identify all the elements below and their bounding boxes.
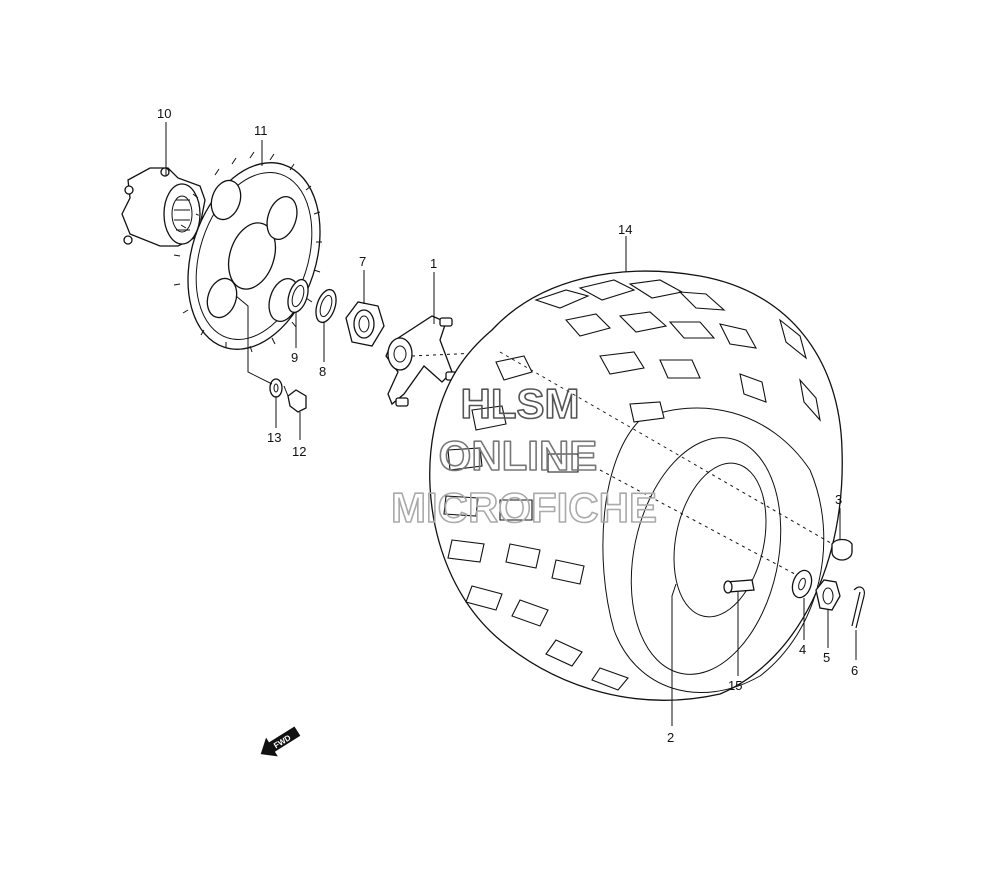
callout-13: 13	[267, 430, 281, 445]
watermark-line-2: ONLINE	[439, 432, 598, 479]
leader-lines	[165, 122, 857, 726]
callout-15: 15	[728, 678, 742, 693]
part-8-ring	[315, 288, 337, 324]
watermark-line-3: MICROFICHE	[391, 484, 657, 531]
part-6-cotter-pin	[851, 586, 865, 629]
part-14-tire	[429, 270, 843, 701]
callout-11: 11	[254, 123, 268, 138]
callout-12: 12	[292, 444, 306, 459]
watermark-line-1: HLSM	[461, 380, 580, 427]
part-4-washer	[791, 569, 813, 599]
watermark: HLSM ONLINE MICROFICHE	[390, 379, 658, 532]
part-11-sprocket	[173, 151, 322, 353]
part-9-ring	[287, 278, 309, 314]
callout-1: 1	[430, 256, 437, 271]
callout-3: 3	[835, 492, 842, 507]
part-10-sprocket-hub	[121, 167, 233, 247]
callout-14: 14	[618, 222, 632, 237]
part-1-wheel-hub	[385, 315, 501, 407]
part-7-nut	[345, 301, 385, 347]
callout-7: 7	[359, 254, 366, 269]
part-5-castle-nut	[815, 579, 841, 611]
callout-5: 5	[823, 650, 830, 665]
callout-8: 8	[319, 364, 326, 379]
callout-9: 9	[291, 350, 298, 365]
callout-2: 2	[667, 730, 674, 745]
callout-4: 4	[799, 642, 806, 657]
part-12-bolt	[283, 385, 307, 413]
callout-6: 6	[851, 663, 858, 678]
fwd-arrow-icon: FWD	[260, 726, 301, 757]
callouts: 10 11 7 1 9 8 13 12 14 3 4 5 6 15 2	[157, 106, 858, 745]
part-13-washer	[269, 378, 283, 398]
part-15-valve-stem	[723, 579, 755, 594]
callout-10: 10	[157, 106, 171, 121]
part-3-cap	[831, 538, 853, 561]
